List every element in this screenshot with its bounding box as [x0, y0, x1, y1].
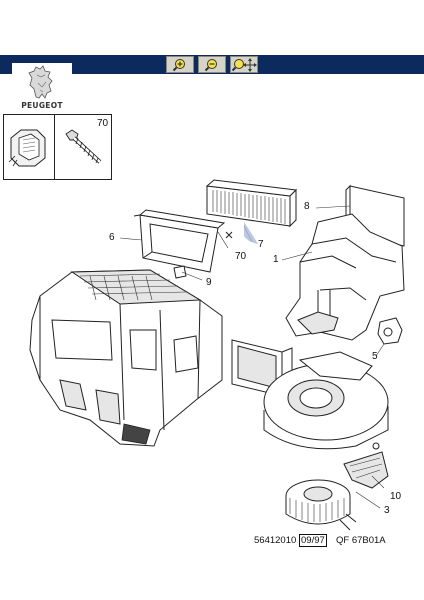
callout-6: 6 — [109, 232, 115, 243]
blower-scroll — [263, 351, 389, 450]
brand-logo: PEUGEOT — [12, 63, 72, 113]
callout-3: 3 — [384, 505, 390, 516]
callout-8: 8 — [304, 201, 310, 212]
fastener-inset: 70 — [3, 114, 112, 180]
heater-casing — [29, 269, 223, 447]
inset-divider — [54, 115, 55, 179]
zoom-in-icon — [172, 58, 185, 71]
bracket-10 — [343, 442, 389, 489]
callout-70: 70 — [235, 251, 247, 262]
blower-housing-upper — [285, 184, 405, 341]
inset-callout-70: 70 — [97, 118, 109, 129]
callout-9: 9 — [206, 277, 212, 288]
zoom-pan-button[interactable] — [230, 56, 258, 73]
callout-5: 5 — [372, 351, 378, 362]
blower-motor — [285, 479, 357, 531]
zoom-out-icon — [204, 58, 217, 71]
callout-10: 10 — [390, 491, 402, 502]
zoom-out-button[interactable] — [198, 56, 226, 73]
actuator-5 — [377, 317, 403, 345]
callout-1: 1 — [273, 254, 279, 265]
filter-frame — [133, 209, 233, 273]
zoom-in-button[interactable] — [166, 56, 194, 73]
part-reference: 56412010 — [254, 535, 297, 546]
date-value: 09/97 — [299, 534, 327, 547]
brand-name: PEUGEOT — [21, 101, 63, 110]
date-stamp: 09/97 — [299, 534, 327, 547]
diagram-code: QF 67B01A — [336, 535, 386, 546]
screw-icon — [65, 129, 102, 164]
toolbar — [0, 55, 424, 74]
lion-logo-icon — [28, 65, 53, 99]
zoom-pan-icon — [231, 57, 257, 72]
cabin-filter — [205, 179, 298, 228]
clip-icon — [8, 129, 46, 167]
callout-7: 7 — [258, 239, 264, 250]
screw-9 — [173, 265, 187, 279]
